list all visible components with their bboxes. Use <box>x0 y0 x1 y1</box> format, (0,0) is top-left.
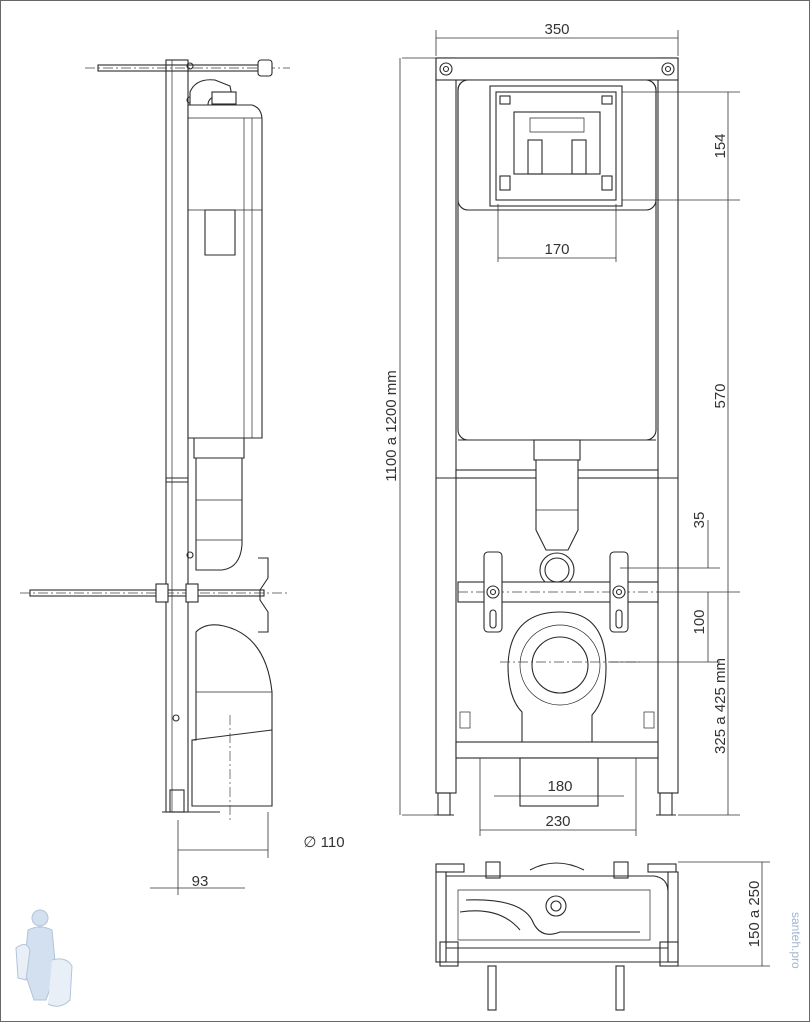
range-150-250-label: 150 a 250 <box>746 881 763 948</box>
width-350-label: 350 <box>544 21 569 38</box>
depth-93-label: 93 <box>192 873 209 890</box>
drain-bend-front <box>507 611 607 743</box>
flush-pipe <box>195 457 243 571</box>
lower-anchor-rod <box>29 589 265 597</box>
lower-crossbar <box>455 741 659 759</box>
drain-pipe-end <box>519 757 599 807</box>
left-post <box>435 57 457 794</box>
top-crossbar <box>435 57 679 81</box>
height-154-label: 154 <box>712 133 729 158</box>
watermark-site: santeh.pro <box>789 912 803 969</box>
drain-opening <box>531 636 589 694</box>
frame-column <box>165 59 189 813</box>
service-opening <box>513 111 601 175</box>
range-325-425-label: 325 a 425 mm <box>712 658 729 754</box>
cistern-top <box>445 875 669 949</box>
front-dimensions <box>399 30 740 836</box>
height-35-label: 35 <box>691 512 708 529</box>
top-anchor-nut <box>257 59 273 77</box>
cistern-body <box>187 104 263 439</box>
top-view <box>435 861 770 1011</box>
diameter-110-label: ∅ 110 <box>303 834 344 851</box>
drain-bend <box>191 624 273 807</box>
height-570-label: 570 <box>712 383 729 408</box>
range-1100-1200-label: 1100 a 1200 mm <box>383 370 400 481</box>
side-view <box>20 59 290 895</box>
width-180-label: 180 <box>547 778 572 795</box>
height-100-label: 100 <box>691 609 708 634</box>
width-170-label: 170 <box>544 241 569 258</box>
front-view <box>434 57 679 816</box>
flush-pipe-front <box>535 459 579 551</box>
right-post <box>657 57 679 794</box>
support-bracket <box>258 557 269 633</box>
width-230-label: 230 <box>545 813 570 830</box>
plumber-watermark-logo <box>15 909 73 1007</box>
